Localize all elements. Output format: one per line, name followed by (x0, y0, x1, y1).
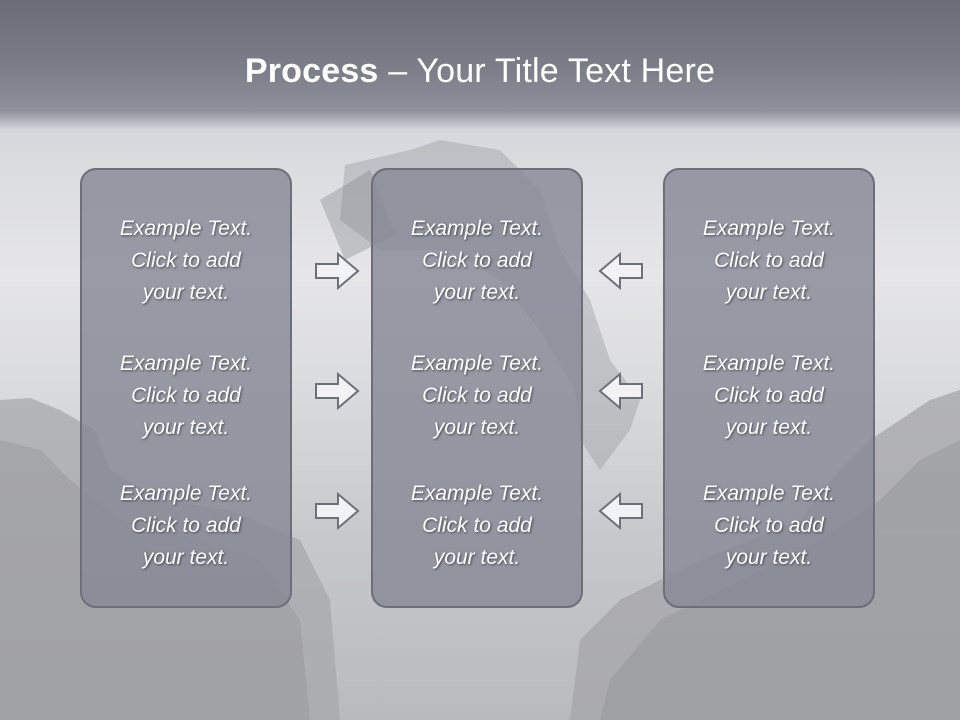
right-panel: Example Text. Click to add your text. Ex… (663, 168, 875, 608)
arrow-right-icon (315, 371, 360, 411)
text-placeholder[interactable]: Example Text. Click to add your text. (410, 217, 544, 304)
arrow-left-icon (598, 371, 643, 411)
text-placeholder[interactable]: Example Text. Click to add your text. (410, 352, 544, 439)
title-bold-text: Process (244, 52, 379, 90)
text-placeholder[interactable]: Example Text. Click to add your text. (702, 482, 836, 569)
arrow-left-icon (598, 491, 643, 531)
arrow-right-icon (315, 491, 360, 531)
text-placeholder[interactable]: Example Text. Click to add your text. (119, 482, 253, 569)
text-placeholder[interactable]: Example Text. Click to add your text. (410, 482, 544, 569)
slide-title[interactable]: Process – Your Title Text Here (0, 52, 960, 91)
middle-panel: Example Text. Click to add your text. Ex… (371, 168, 583, 608)
text-placeholder[interactable]: Example Text. Click to add your text. (119, 352, 253, 439)
text-placeholder[interactable]: Example Text. Click to add your text. (702, 217, 836, 304)
text-placeholder[interactable]: Example Text. Click to add your text. (119, 217, 253, 304)
arrow-right-icon (315, 251, 360, 291)
arrow-left-icon (598, 251, 643, 291)
text-placeholder[interactable]: Example Text. Click to add your text. (702, 352, 836, 439)
title-rest-text: – Your Title Text Here (378, 52, 716, 90)
title-band (0, 0, 960, 130)
left-panel: Example Text. Click to add your text. Ex… (80, 168, 292, 608)
